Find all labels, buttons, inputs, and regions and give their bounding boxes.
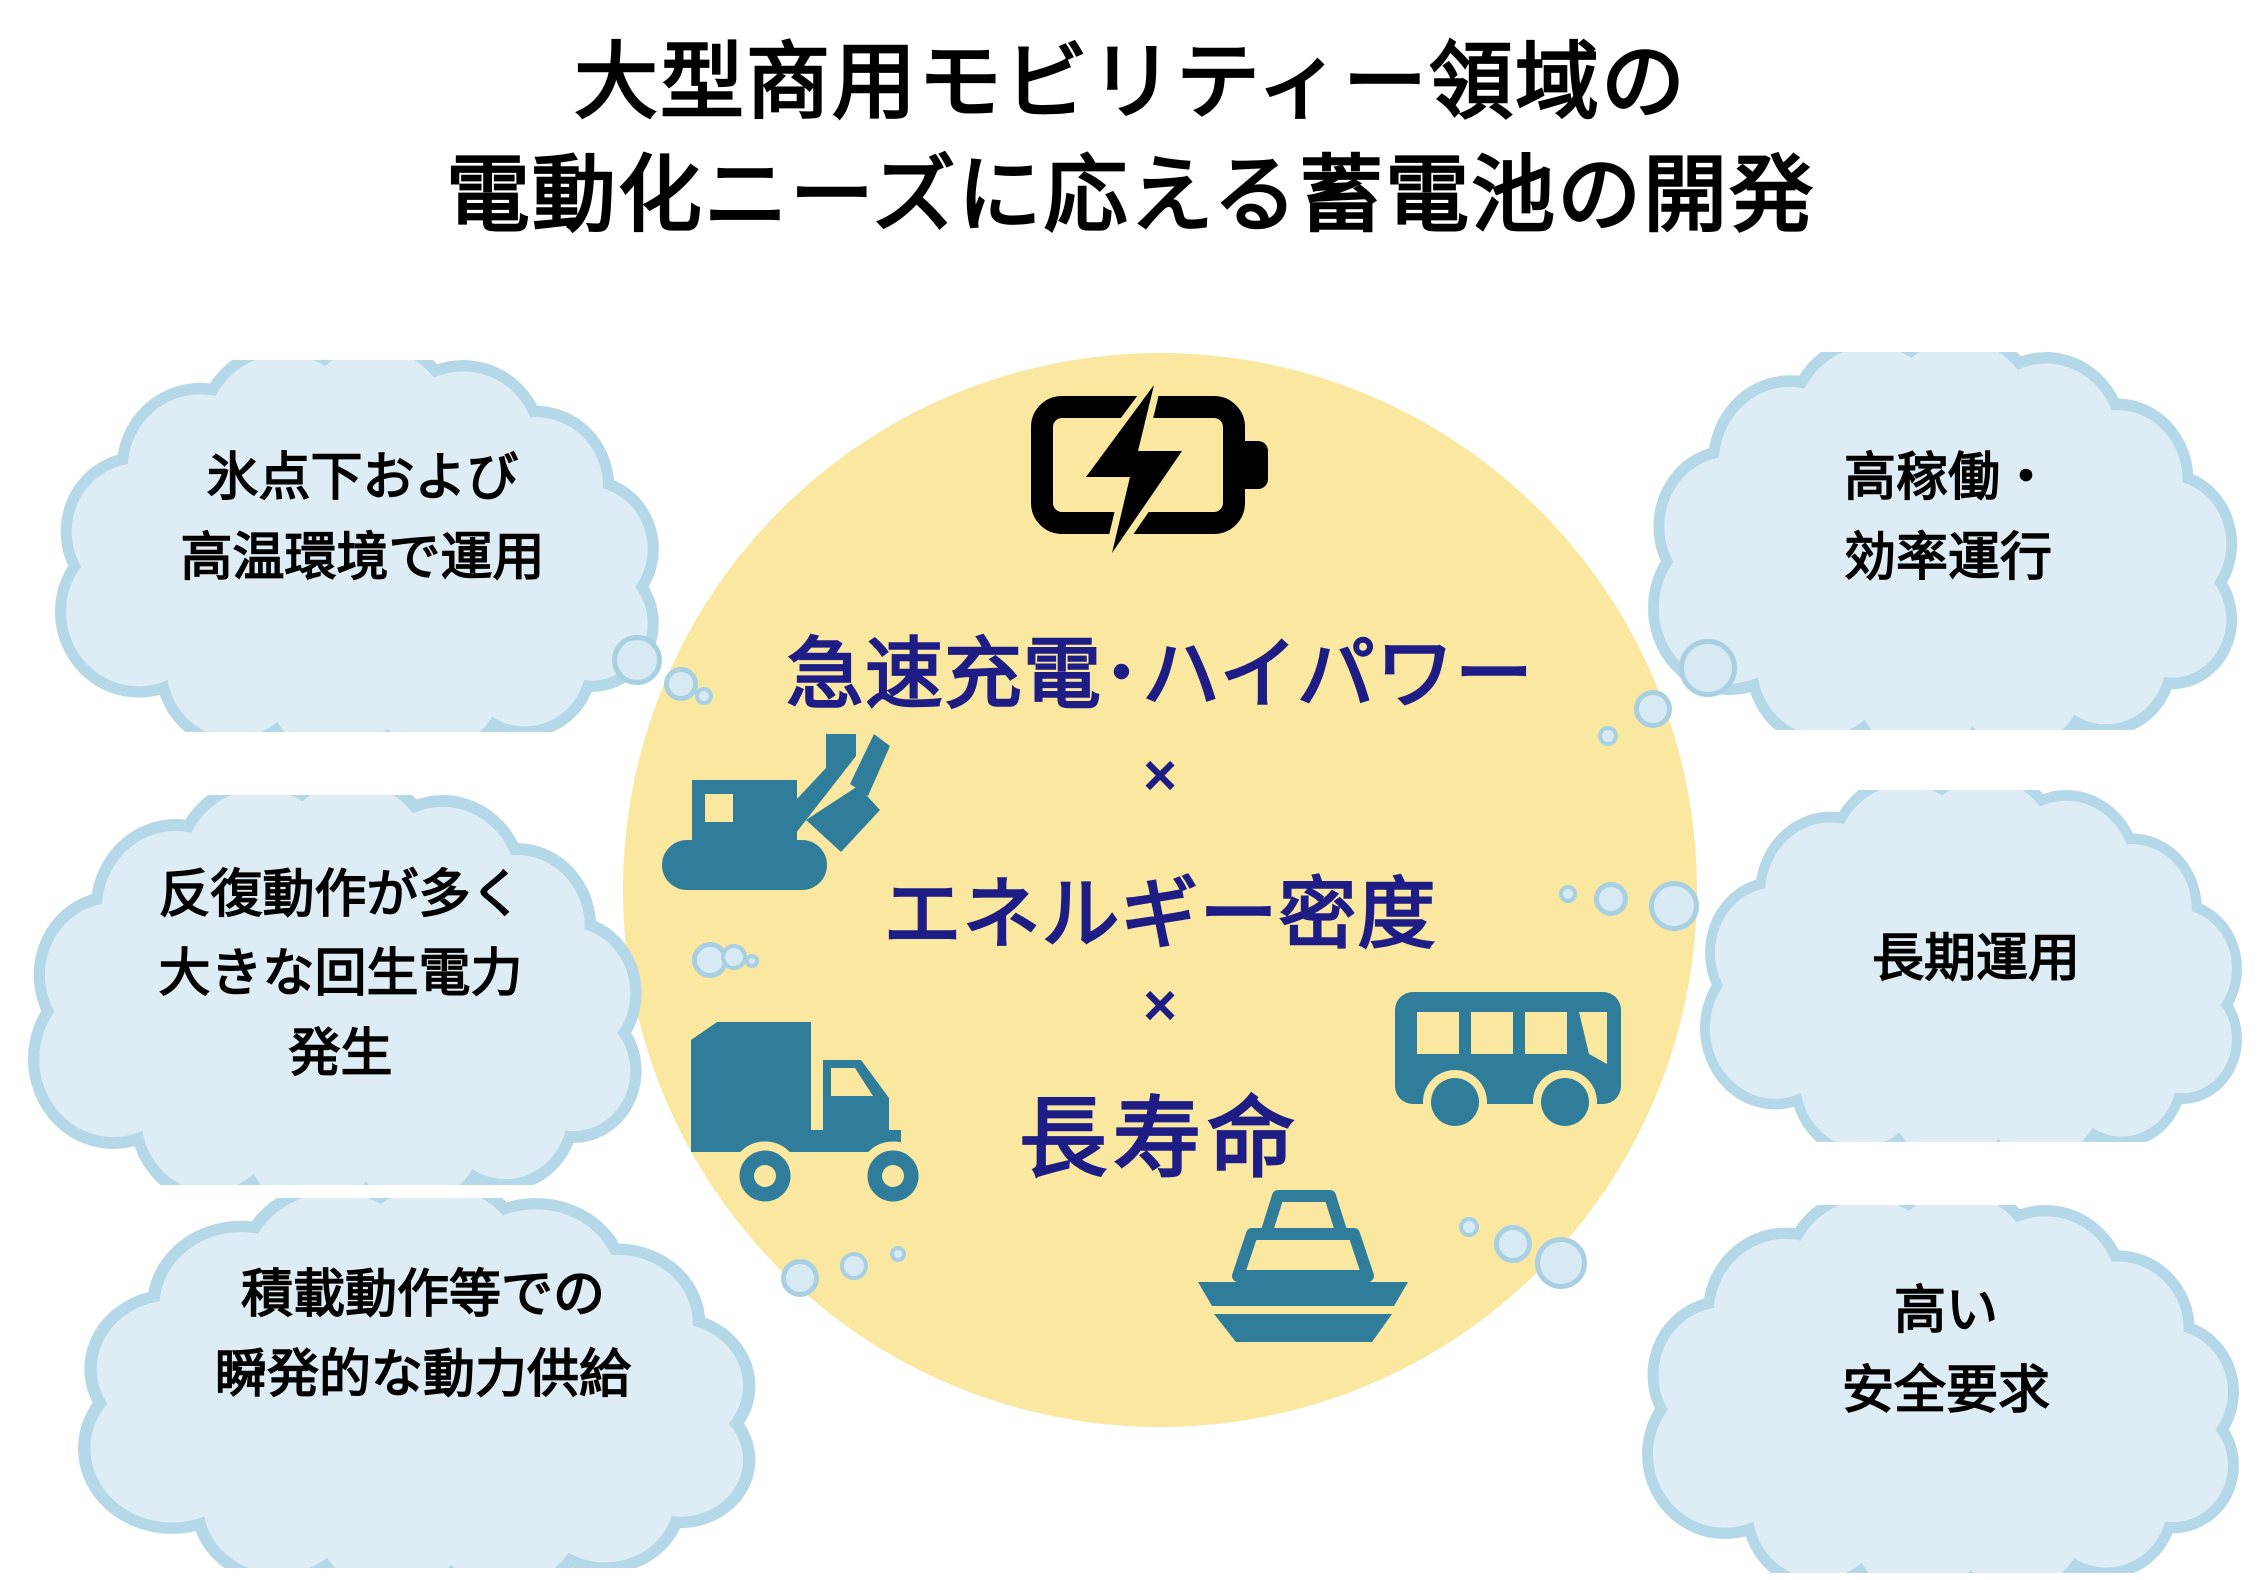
thought-bubble	[1594, 882, 1628, 916]
thought-bubble	[1679, 639, 1737, 697]
dump-truck-icon	[691, 1022, 928, 1211]
thought-bubble	[1598, 726, 1618, 746]
title-line-1: 大型商用モビリティー領域の	[574, 35, 1687, 129]
thought-bubble	[1559, 885, 1577, 903]
thought-bubble	[721, 944, 747, 970]
thought-bubble	[840, 1252, 868, 1280]
cloud-high-utilization: 高稼働・ 効率運行	[1648, 352, 2248, 730]
title-line-2: 電動化ニーズに応える蓄電池の開発	[445, 147, 1816, 242]
cloud-subzero-high-temp: 氷点下および 高温環境で運用	[55, 360, 670, 732]
cloud-text-line: 高稼働・	[1843, 449, 2052, 508]
cloud-text-line: 積載動作等での	[240, 1266, 605, 1325]
multiply-sign-1: ×	[1143, 743, 1177, 808]
excavator-icon	[662, 734, 890, 890]
thought-bubble	[1494, 1225, 1532, 1263]
label-energy-density: エネルギー密度	[883, 870, 1437, 958]
cloud-text-line: 氷点下および	[206, 449, 519, 508]
page-title: 大型商用モビリティー領域の 電動化ニーズに応える蓄電池の開発	[0, 26, 2261, 251]
label-fast-charge-high-power: 急速充電･ハイパワー	[786, 630, 1534, 718]
thought-bubble	[745, 954, 759, 968]
cloud-text-line: 長期運用	[1871, 930, 2080, 989]
label-long-life: 長寿命	[1018, 1089, 1301, 1188]
thought-bubble	[612, 635, 662, 685]
thought-bubble	[781, 1259, 819, 1297]
cloud-text-line: 高温環境で運用	[180, 528, 545, 587]
battery-charging-icon	[1031, 385, 1268, 553]
cloud-text-line: 効率運行	[1843, 528, 2052, 587]
cloud-text-line: 安全要求	[1841, 1361, 2050, 1420]
bus-icon	[1395, 992, 1621, 1132]
thought-bubble	[1649, 881, 1699, 931]
cloud-text-line: 瞬発的な動力供給	[214, 1345, 631, 1404]
thought-bubble	[1634, 690, 1672, 728]
ship-icon	[1198, 1190, 1408, 1342]
thought-bubble	[1535, 1237, 1587, 1289]
thought-bubble	[890, 1246, 906, 1262]
cloud-text-line: 大きな回生電力	[158, 945, 523, 1004]
cloud-instant-power: 積載動作等での 瞬発的な動力供給	[78, 1198, 768, 1568]
thought-bubble	[695, 687, 713, 705]
cloud-text-line: 発生	[288, 1024, 393, 1083]
cloud-regenerative-power: 反復動作が多く 大きな回生電力 発生	[28, 795, 653, 1185]
thought-bubble	[1459, 1217, 1479, 1237]
cloud-high-safety: 高い 安全要求	[1642, 1205, 2250, 1573]
cloud-text-line: 高い	[1893, 1282, 1998, 1341]
cloud-long-term-operation: 長期運用	[1700, 790, 2252, 1142]
multiply-sign-2: ×	[1143, 973, 1177, 1038]
cloud-text-line: 反復動作が多く	[158, 866, 523, 925]
thought-bubble	[664, 667, 698, 701]
